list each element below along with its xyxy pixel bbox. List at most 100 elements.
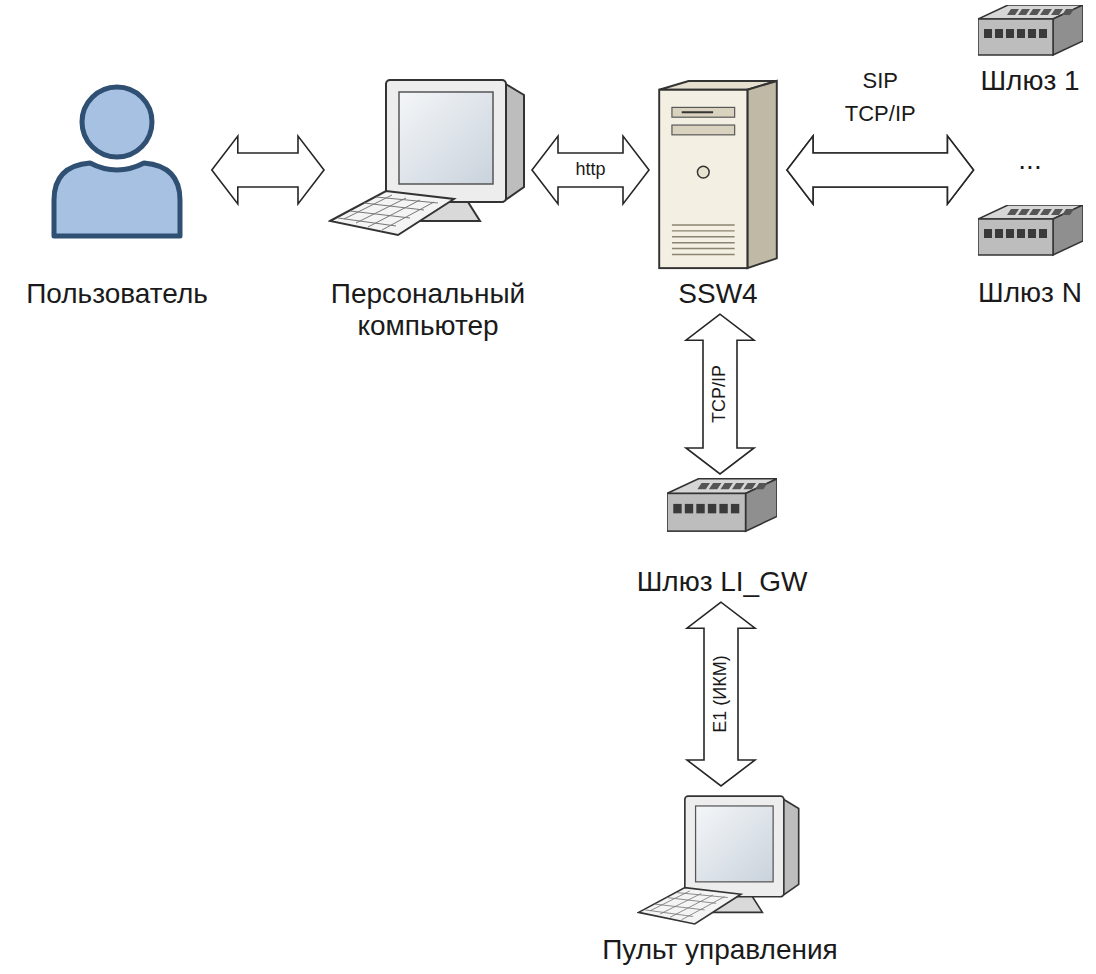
connector-label: http — [575, 160, 605, 180]
gateway-icon-part — [1018, 209, 1030, 215]
console-node: Пульт управления — [602, 790, 838, 966]
server-icon-part — [659, 90, 747, 268]
node-label: Пульт управления — [602, 934, 838, 966]
ellipsis-label: ... — [1018, 146, 1041, 174]
server-icon-part — [672, 224, 735, 225]
gateway-icon-part — [1007, 209, 1019, 215]
gateway-icon-part — [995, 29, 1003, 38]
connector-label: E1 (ИКМ) — [711, 655, 731, 732]
pc-icon-part — [376, 197, 438, 203]
server-icon-part — [747, 81, 776, 268]
pc-icon-part — [685, 796, 784, 897]
pc-icon-part — [677, 893, 728, 898]
double-block-arrow — [212, 136, 324, 204]
server-icon-part — [672, 254, 735, 255]
gateway-icon-part — [978, 19, 1053, 55]
server-icon-part — [672, 248, 735, 249]
user-node: Пользователь — [26, 80, 208, 310]
gateway-node: Шлюз LI_GW — [637, 478, 808, 598]
gateway-icon-part — [1039, 29, 1047, 38]
pc-icon-part — [646, 891, 729, 920]
gateway-icon-part — [1028, 229, 1036, 238]
pc-icon-part — [330, 191, 454, 235]
node-label: SSW4 — [678, 278, 757, 310]
server-icon-part — [672, 230, 735, 231]
gateway-icon-part — [696, 504, 704, 513]
pc-icon — [328, 75, 528, 240]
pc-icon-part — [338, 218, 396, 226]
gateway-icon-part — [720, 483, 733, 489]
pc-icon-part — [364, 203, 424, 210]
node-label: Шлюз 1 — [980, 65, 1079, 97]
pc-icon-part — [639, 888, 741, 924]
person-icon-part — [82, 87, 152, 157]
pc-icon-part — [696, 806, 774, 882]
gateway-icon-part — [1062, 9, 1074, 15]
gateway-icon-part — [743, 483, 756, 489]
gateway-icon-part — [1028, 29, 1036, 38]
pc-icon-part — [661, 893, 702, 914]
server-icon-part — [672, 242, 735, 243]
double-block-arrow — [687, 602, 755, 786]
gateway-icon-part — [1006, 29, 1014, 38]
gateway-icon-part — [697, 483, 710, 489]
pc-icon — [637, 790, 802, 930]
gateway-icon-part — [1029, 9, 1041, 15]
gateway-icon-part — [1017, 29, 1025, 38]
pc-icon-part — [646, 910, 694, 917]
connector-label: SIP TCP/IP — [845, 64, 916, 130]
pc-icon-part — [386, 80, 506, 202]
gateway-icon-part — [1040, 9, 1052, 15]
pc-icon-part — [667, 898, 717, 904]
gateway-icon-part — [731, 504, 739, 513]
computer-node: Персональный компьютер — [328, 75, 528, 342]
gateway-node: Шлюз N — [978, 205, 1083, 309]
gateway-icon-part — [1040, 209, 1052, 215]
gateway-icon — [978, 5, 1083, 57]
gateway-icon-part — [1029, 209, 1041, 215]
pc-icon-part — [399, 92, 493, 184]
node-label: Шлюз N — [978, 277, 1082, 309]
node-label: Пользователь — [26, 278, 208, 310]
server-icon — [653, 78, 783, 274]
node-label: Шлюз LI_GW — [637, 566, 808, 598]
gateway-icon-part — [685, 504, 693, 513]
pc-icon-part — [656, 904, 706, 910]
gateway-icon-part — [984, 229, 992, 238]
gateway-icon-part — [667, 493, 746, 531]
gateway-icon — [667, 478, 777, 534]
gateway-icon-part — [995, 229, 1003, 238]
person-icon — [42, 80, 192, 240]
gateway-icon-part — [1017, 229, 1025, 238]
gateway-icon-part — [732, 483, 745, 489]
pc-icon-part — [338, 195, 438, 230]
gateway-icon-part — [1018, 9, 1030, 15]
double-block-arrow — [787, 136, 974, 204]
gateway-icon-part — [978, 219, 1053, 255]
pc-icon-part — [356, 198, 406, 223]
server-icon-part — [697, 166, 709, 178]
gateway-icon-part — [708, 504, 716, 513]
double-block-arrow — [686, 314, 754, 474]
gateway-icon-part — [1051, 209, 1063, 215]
server-icon-part — [672, 107, 735, 117]
gateway-icon — [978, 205, 1083, 257]
gateway-icon-part — [1006, 229, 1014, 238]
gateway-node: Шлюз 1 — [978, 5, 1083, 97]
gateway-icon-part — [709, 483, 722, 489]
person-icon-part — [54, 163, 180, 236]
server-icon-part — [672, 125, 735, 135]
node-label: Персональный компьютер — [331, 278, 525, 342]
gateway-icon-part — [984, 29, 992, 38]
gateway-icon-part — [673, 504, 681, 513]
double-block-arrow — [532, 136, 649, 204]
server-icon-part — [672, 236, 735, 237]
gateway-icon-part — [1062, 209, 1074, 215]
server-icon-part — [682, 111, 713, 113]
server-node: SSW4 — [653, 78, 783, 310]
connector-label: TCP/IP — [710, 365, 730, 423]
gateway-icon-part — [1051, 9, 1063, 15]
gateway-icon-part — [1007, 9, 1019, 15]
